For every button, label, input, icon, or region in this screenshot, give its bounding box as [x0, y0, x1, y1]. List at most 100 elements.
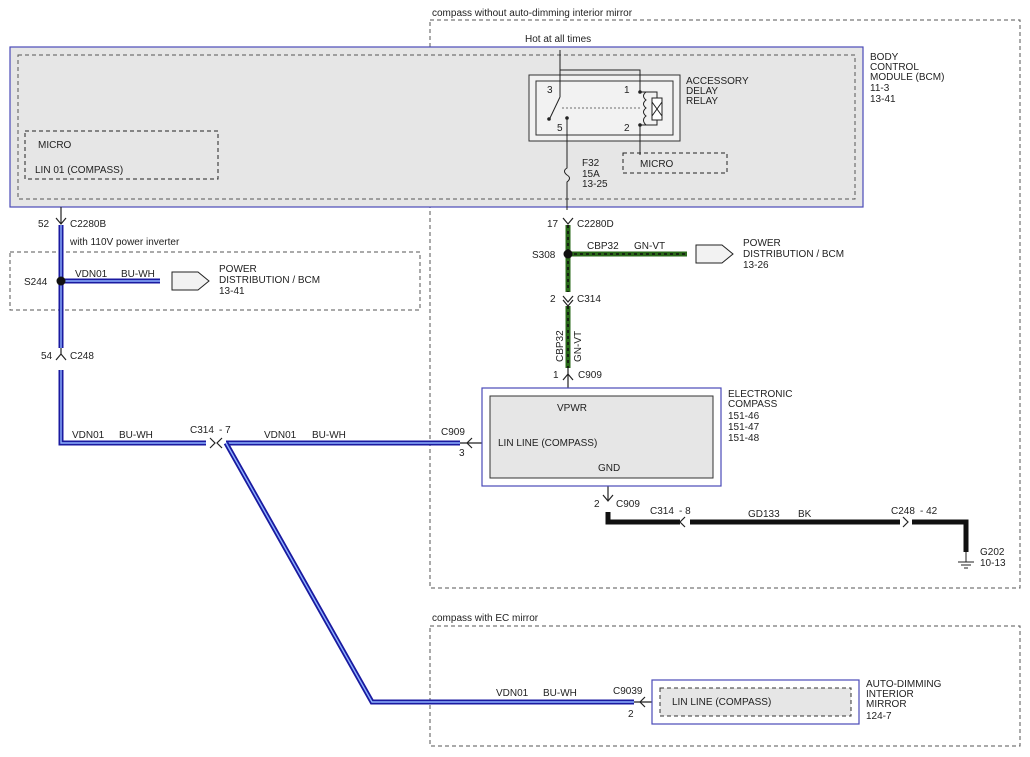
c2280b-label: C2280B — [70, 219, 106, 230]
compass-ref-3: 151-48 — [728, 433, 760, 444]
bcm-micro-right-label: MICRO — [640, 159, 674, 170]
c248-top-pin: 54 — [41, 351, 53, 362]
power-dist-right-ref: 13-26 — [743, 260, 769, 271]
c2280d-pin: 17 — [547, 219, 559, 230]
wire-label-buwh-s244: BU-WH — [121, 269, 155, 280]
ground-symbol — [958, 552, 974, 569]
mirror-title-3: MIRROR — [866, 699, 907, 710]
c9039-pin: 2 — [628, 709, 634, 720]
relay-title-3: RELAY — [686, 96, 718, 107]
power-dist-right-arrow — [695, 244, 734, 264]
wire-label-bk: BK — [798, 509, 812, 520]
wire-label-buwh-left: BU-WH — [119, 430, 153, 441]
region-inverter — [9, 251, 421, 311]
bcm-ref-1: 11-3 — [870, 83, 890, 94]
relay-hot-label: Hot at all times — [525, 34, 591, 45]
mirror-inner — [659, 687, 852, 717]
region-with-mirror — [429, 625, 1021, 747]
c314-7-pin: - 7 — [219, 425, 231, 436]
bcm-title: BODY — [870, 52, 899, 63]
compass-ref-2: 151-47 — [728, 422, 760, 433]
c909-top-label: C909 — [578, 370, 602, 381]
c909-top-pin: 1 — [553, 370, 559, 381]
bcm-inner-dashed — [17, 54, 856, 200]
wire-label-vdn01-mirror: VDN01 — [496, 688, 529, 699]
compass-lin: LIN LINE (COMPASS) — [498, 438, 597, 449]
fuse-name: F32 — [582, 158, 600, 169]
c248-42-pin: - 42 — [920, 506, 938, 517]
mirror-lin: LIN LINE (COMPASS) — [672, 697, 771, 708]
region-without-mirror — [429, 19, 1021, 589]
compass-vpwr: VPWR — [557, 403, 587, 414]
relay-internals — [547, 50, 663, 155]
splice-s244-label: S244 — [24, 277, 48, 288]
compass-ref-1: 151-46 — [728, 411, 760, 422]
compass-gnd: GND — [598, 463, 620, 474]
wire-label-vdn01-mid: VDN01 — [264, 430, 297, 441]
relay-pin-5: 5 — [557, 123, 563, 134]
relay-pin-1: 1 — [624, 85, 630, 96]
power-dist-left-arrow — [171, 271, 210, 291]
power-dist-right-line1: POWER — [743, 238, 781, 249]
bcm-module — [9, 46, 864, 208]
wire-label-gnvt-h: GN-VT — [634, 241, 665, 252]
c909-left-pin: 3 — [459, 448, 465, 459]
power-dist-right-line2: DISTRIBUTION / BCM — [743, 249, 844, 260]
c314-mid-pin: 2 — [550, 294, 556, 305]
wire-label-vdn01-left: VDN01 — [72, 430, 105, 441]
c909-bottom-pin: 2 — [594, 499, 600, 510]
power-dist-left-line2: DISTRIBUTION / BCM — [219, 275, 320, 286]
wire-label-gnvt-v: GN-VT — [573, 331, 584, 362]
c9039-label: C9039 — [613, 686, 643, 697]
compass-title-2: COMPASS — [728, 399, 778, 410]
power-dist-left-ref: 13-41 — [219, 286, 245, 297]
relay-title-2: DELAY — [686, 86, 718, 97]
fuse-rating: 15A — [582, 169, 600, 180]
relay-title: ACCESSORY — [686, 76, 749, 87]
bcm-micro-left — [24, 130, 219, 180]
power-dist-left-line1: POWER — [219, 264, 257, 275]
fuse-f32 — [564, 155, 570, 210]
region-with-mirror-label: compass with EC mirror — [432, 613, 539, 624]
relay-pin-3: 3 — [547, 85, 553, 96]
c2280b-pin: 52 — [38, 219, 50, 230]
wire-label-cbp32-h: CBP32 — [587, 241, 619, 252]
c314-7-label: C314 — [190, 425, 214, 436]
compass-inner — [489, 395, 714, 479]
c2280d-label: C2280D — [577, 219, 614, 230]
ground-ref: 10-13 — [980, 558, 1006, 569]
wire-label-buwh-mid: BU-WH — [312, 430, 346, 441]
bcm-micro-right — [622, 152, 728, 174]
wire-gd133 — [605, 512, 969, 552]
wire-label-vdn01-s244: VDN01 — [75, 269, 108, 280]
wire-label-cbp32-v: CBP32 — [555, 330, 566, 362]
c314-8-pin: - 8 — [679, 506, 691, 517]
relay-inner — [535, 80, 674, 136]
wire-vdn01 — [58, 225, 634, 705]
ground-name: G202 — [980, 547, 1005, 558]
bcm-title-2: CONTROL — [870, 62, 919, 73]
bcm-micro-left-label: MICRO — [38, 140, 72, 151]
splice-s308-label: S308 — [532, 250, 556, 261]
c248-top-label: C248 — [70, 351, 94, 362]
c314-8-label: C314 — [650, 506, 674, 517]
mirror-title: AUTO-DIMMING — [866, 679, 942, 690]
region-inverter-label: with 110V power inverter — [69, 237, 180, 248]
connector-symbols — [55, 207, 909, 708]
splice-s244 — [56, 276, 66, 286]
region-without-mirror-label: compass without auto-dimming interior mi… — [432, 8, 633, 19]
compass-title: ELECTRONIC — [728, 389, 792, 400]
bcm-title-3: MODULE (BCM) — [870, 72, 944, 83]
c909-left-label: C909 — [441, 427, 465, 438]
wire-label-buwh-mirror: BU-WH — [543, 688, 577, 699]
fuse-ref: 13-25 — [582, 179, 608, 190]
splice-s308 — [563, 249, 573, 259]
mirror-title-2: INTERIOR — [866, 689, 914, 700]
c909-bottom-label: C909 — [616, 499, 640, 510]
bcm-ref-2: 13-41 — [870, 94, 896, 105]
c248-42-label: C248 — [891, 506, 915, 517]
bcm-lin-pin-label: LIN 01 (COMPASS) — [35, 165, 123, 176]
wire-label-gd133: GD133 — [748, 509, 780, 520]
c314-mid-label: C314 — [577, 294, 601, 305]
